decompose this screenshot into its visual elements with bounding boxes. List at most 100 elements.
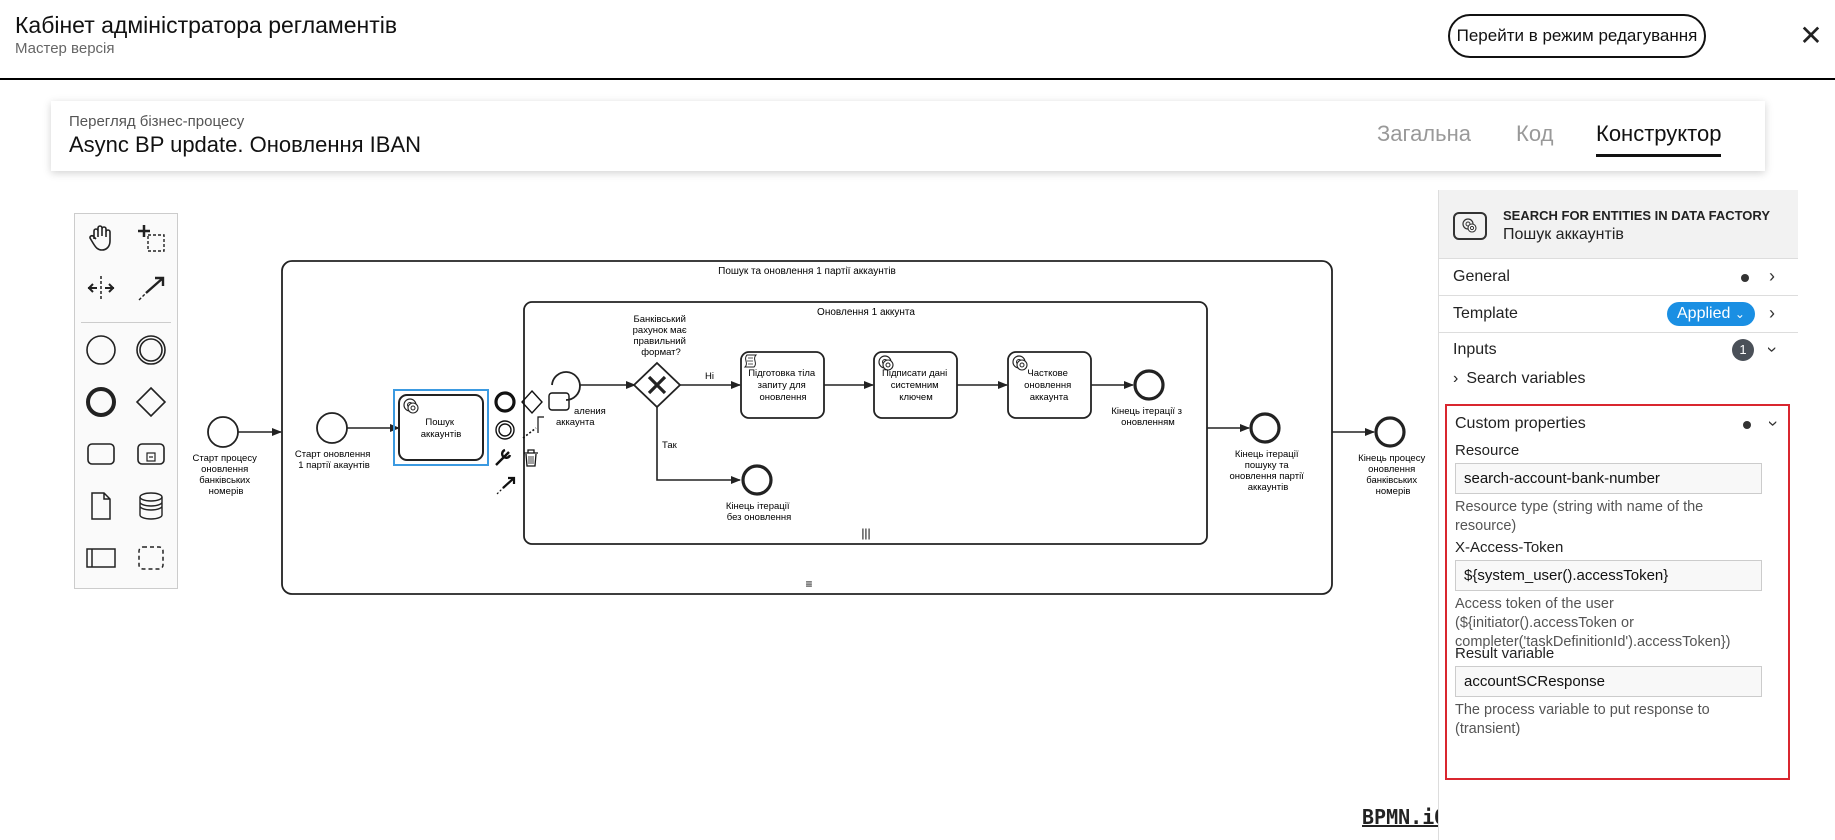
top-bar: Кабінет адміністратора регламентів Масте… (0, 0, 1835, 80)
gateway-icon[interactable] (133, 384, 169, 420)
properties-panel: SEARCH FOR ENTITIES IN DATA FACTORY Пошу… (1438, 190, 1835, 840)
flow-no-label: Ні (705, 371, 714, 382)
element-type: SEARCH FOR ENTITIES IN DATA FACTORY (1503, 208, 1770, 223)
context-pad-annotation-icon[interactable] (537, 416, 544, 433)
inner-subprocess-label: Оновлення 1 аккунта (817, 307, 915, 318)
task-icon[interactable] (83, 436, 119, 472)
chevron-right-icon[interactable]: › (1769, 303, 1775, 323)
group-inputs[interactable]: Inputs 1 › (1439, 332, 1798, 400)
resource-label: Resource (1455, 442, 1520, 459)
tab-constructor[interactable]: Конструктор (1596, 121, 1722, 157)
panel-header: SEARCH FOR ENTITIES IN DATA FACTORY Пошу… (1439, 190, 1798, 259)
space-tool-icon[interactable] (83, 270, 119, 306)
intermediate-event-icon[interactable] (133, 332, 169, 368)
gateway-label: Банківський рахунок має правильний форма… (633, 314, 690, 358)
resource-hint: Resource type (string with name of the r… (1455, 499, 1704, 534)
context-pad-end-event-icon[interactable] (494, 391, 516, 413)
outer-subprocess-label: Пошук та оновлення 1 партії аккаунтів (718, 266, 896, 277)
chevron-right-icon: › (1453, 370, 1459, 387)
lasso-tool-icon[interactable] (133, 220, 169, 256)
inner-subprocess[interactable] (523, 301, 1208, 545)
subprocess-icon[interactable] (133, 436, 169, 472)
token-input[interactable] (1455, 560, 1762, 591)
bpmn-diagram: Пошук та оновлення 1 партії аккаунтів ≡ … (193, 260, 1428, 595)
token-hint: Access token of the user (${initiator().… (1455, 596, 1731, 650)
end-process-event[interactable] (1374, 416, 1406, 448)
palette-divider (81, 322, 171, 323)
gear-icon (878, 355, 894, 371)
selection-outline (393, 389, 489, 466)
group-general-label: General (1453, 268, 1510, 285)
inner-start-event[interactable] (551, 371, 581, 401)
tab-code[interactable]: Код (1516, 121, 1554, 146)
chevron-down-icon[interactable]: › (1762, 346, 1783, 353)
end-process-label: Кінець процесу оновлення банківських ном… (1358, 453, 1428, 497)
custom-properties-title[interactable]: Custom properties (1455, 415, 1586, 432)
script-icon (743, 354, 758, 368)
group-icon[interactable] (133, 540, 169, 576)
search-variables-item[interactable]: ›Search variables (1453, 370, 1586, 388)
start-process-label: Старт процесу оновлення банківських номе… (193, 453, 260, 497)
end-event-with-update[interactable] (1133, 369, 1165, 401)
multi-instance-marker: ≡ (805, 577, 812, 591)
chevron-down-icon: ⌄ (1734, 307, 1745, 321)
tab-general[interactable]: Загальна (1377, 121, 1471, 146)
result-variable-hint: The process variable to put response to … (1455, 702, 1710, 737)
pool-icon[interactable] (83, 540, 119, 576)
gear-icon (1012, 355, 1028, 371)
close-icon[interactable]: ✕ (1799, 20, 1823, 51)
process-subtitle: Перегляд бізнес-процесу (69, 113, 245, 130)
context-pad-connect-icon[interactable] (496, 476, 516, 495)
start-event-icon[interactable] (83, 332, 119, 368)
result-variable-label: Result variable (1455, 645, 1555, 662)
inner-start-label: аления аккаунта (556, 406, 608, 428)
chevron-right-icon[interactable]: › (1769, 266, 1775, 286)
edit-mode-button[interactable]: Перейти в режим редагування (1448, 14, 1706, 58)
trash-icon[interactable] (524, 449, 538, 467)
group-template[interactable]: Template Applied ⌄ › (1439, 296, 1798, 333)
process-header-card: Перегляд бізнес-процесу Async BP update.… (51, 101, 1765, 171)
inputs-count-badge: 1 (1732, 339, 1754, 361)
group-template-label: Template (1453, 305, 1518, 322)
template-applied-badge[interactable]: Applied ⌄ (1667, 302, 1755, 326)
end-event-icon[interactable] (83, 384, 119, 420)
task-sign-label: Підписати дані системним ключем (882, 368, 950, 403)
end-event-batch[interactable] (1249, 412, 1281, 444)
data-object-icon[interactable] (83, 488, 119, 524)
start-batch-event[interactable] (316, 412, 348, 444)
service-task-gear-icon (1453, 212, 1487, 240)
global-connect-icon[interactable] (133, 270, 169, 306)
bpmn-io-logo[interactable]: BPMN.iO (1362, 805, 1447, 829)
element-name: Пошук аккаунтів (1503, 226, 1624, 243)
flow-yes-label: Так (662, 440, 678, 451)
flow-yes[interactable] (656, 407, 741, 484)
context-pad-gateway-icon[interactable] (521, 389, 543, 415)
task-search-accounts[interactable] (398, 394, 484, 461)
end-event-no-update[interactable] (741, 464, 773, 496)
token-label: X-Access-Token (1455, 539, 1564, 556)
start-process-event[interactable] (207, 416, 239, 448)
group-general[interactable]: General › (1439, 259, 1798, 296)
context-pad-association-icon[interactable] (522, 427, 537, 439)
task-prepare-label: Підготовка тіла запиту для оновлення (748, 368, 818, 403)
task-search-label: Пошук аккаунтів (421, 417, 462, 440)
end-no-update-label: Кінець ітерації без оновлення (726, 501, 792, 523)
group-inputs-label: Inputs (1453, 341, 1497, 358)
group-general-dot (1741, 274, 1749, 282)
task-partial-label: Часткове оновлення аккаунта (1024, 368, 1074, 403)
process-title: Async BP update. Оновлення IBAN (69, 132, 422, 157)
context-pad-task-icon[interactable] (548, 392, 570, 411)
wrench-icon[interactable] (495, 448, 512, 466)
context-pad-intermediate-event-icon[interactable] (495, 420, 515, 440)
resource-input[interactable] (1455, 463, 1762, 494)
outer-subprocess[interactable] (281, 260, 1333, 595)
gateway-x-marker-icon (647, 375, 667, 395)
inner-multi-instance-marker: ||| (861, 526, 870, 540)
result-variable-input[interactable] (1455, 666, 1762, 697)
data-store-icon[interactable] (133, 488, 169, 524)
context-pad-intermediate-inner (498, 423, 512, 437)
hand-tool-icon[interactable] (83, 220, 119, 256)
end-with-update-label: Кінець ітерації з оновленням (1111, 406, 1184, 428)
start-batch-label: Старт оновлення 1 партії акаунтів (295, 449, 373, 471)
chevron-down-icon[interactable]: › (1763, 420, 1784, 427)
